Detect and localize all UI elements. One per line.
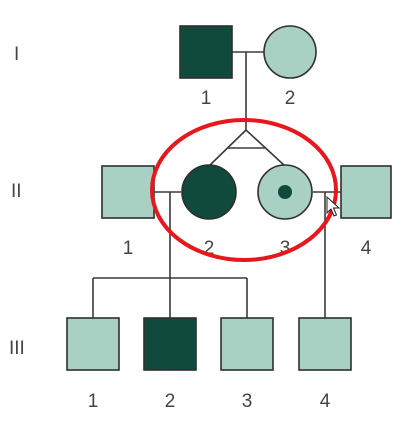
twins-highlight-ellipse	[150, 118, 338, 262]
twin-line-left	[208, 129, 247, 167]
generation-label-ii: II	[11, 181, 22, 202]
individual-ii-4	[340, 165, 392, 219]
carrier-dot	[278, 185, 292, 199]
twin-line-right	[245, 129, 286, 167]
number-iii-3: 3	[242, 391, 253, 412]
number-i-2: 2	[285, 88, 296, 109]
individual-i-1	[179, 25, 233, 79]
number-iii-4: 4	[320, 391, 331, 412]
individual-iii-4	[298, 317, 352, 371]
number-ii-2: 2	[204, 238, 215, 259]
individual-i-2	[263, 25, 317, 79]
number-i-1: 1	[201, 88, 212, 109]
individual-iii-2	[143, 317, 197, 371]
individual-iii-3	[220, 317, 274, 371]
number-ii-3: 3	[280, 238, 291, 259]
individual-iii-1	[66, 317, 120, 371]
number-iii-1: 1	[88, 391, 99, 412]
generation-label-i: I	[14, 44, 19, 65]
number-ii-4: 4	[361, 238, 372, 259]
number-ii-1: 1	[123, 238, 134, 259]
number-iii-2: 2	[165, 391, 176, 412]
mouse-pointer-icon	[326, 195, 341, 217]
pedigree-lines	[92, 51, 341, 318]
individual-ii-2	[181, 164, 237, 220]
generation-label-iii: III	[9, 338, 25, 359]
individual-ii-1	[101, 165, 155, 219]
